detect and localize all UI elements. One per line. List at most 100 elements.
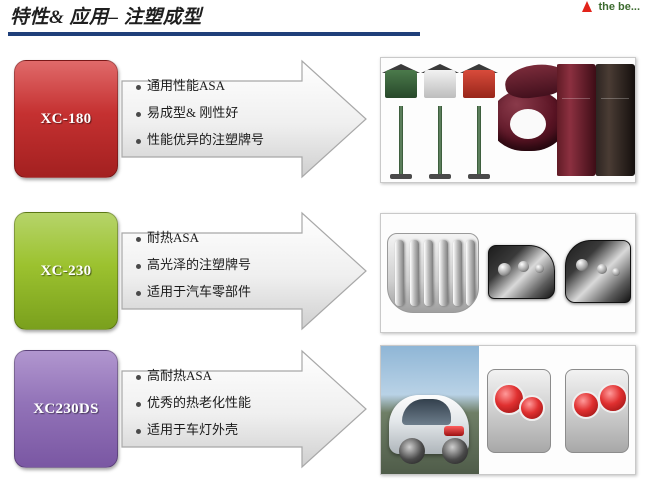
- grille-shape: [387, 232, 480, 313]
- photo-mailbox-white: [420, 58, 459, 182]
- bullet-text: 性能优异的注塑牌号: [147, 131, 265, 147]
- bullet-dot-icon: [136, 237, 141, 242]
- feature-bullet-list: 耐热ASA 高光泽的注塑牌号 适用于汽车零部件: [136, 230, 326, 312]
- bullet-dot-icon: [136, 428, 141, 434]
- grille-bar: [438, 240, 448, 306]
- application-photo-panel: [380, 213, 636, 333]
- base-shape: [428, 174, 451, 179]
- bullet-dot-icon: [136, 85, 141, 90]
- photo-taillamp-right: [557, 346, 635, 474]
- feature-arrow: 通用性能ASA 易成型& 刚性好 性能优异的注塑牌号: [120, 57, 368, 181]
- base-shape: [389, 174, 412, 179]
- list-item: 通用性能ASA: [136, 78, 326, 94]
- brand-logo: the be...: [580, 0, 640, 14]
- bullet-text: 高光泽的注塑牌号: [147, 256, 252, 272]
- headlamp-shape: [487, 244, 556, 299]
- grille-bar: [409, 240, 419, 306]
- grille-bar: [395, 240, 405, 306]
- photo-headlamp-right: [559, 214, 635, 332]
- bullet-dot-icon: [136, 375, 141, 380]
- seat-ring-shape: [498, 89, 557, 151]
- feature-bullet-list: 高耐热ASA 优秀的热老化性能 适用于车灯外壳: [136, 368, 326, 450]
- list-item: 性能优异的注塑牌号: [136, 131, 326, 148]
- grille-bar: [452, 240, 462, 306]
- product-row: XC-180 通用性能ASA 易成型& 刚性好: [0, 55, 648, 185]
- photo-toilet-seat: [498, 58, 557, 182]
- mailbox-body: [423, 70, 456, 98]
- taillamp-lens: [571, 391, 600, 420]
- car-scene: [381, 346, 479, 474]
- feature-arrow: 耐热ASA 高光泽的注塑牌号 适用于汽车零部件: [120, 209, 368, 333]
- title-underline-rule: [8, 32, 420, 36]
- list-item: 耐热ASA: [136, 230, 326, 246]
- list-item: 高耐热ASA: [136, 368, 326, 384]
- taillamp-lens: [518, 394, 545, 421]
- list-item: 优秀的热老化性能: [136, 394, 326, 411]
- car-glass-shape: [401, 399, 452, 426]
- grade-badge-xc180: XC-180: [14, 60, 118, 178]
- taillamp-shape: [564, 369, 630, 453]
- photo-mailbox-green: [381, 58, 420, 182]
- lamp-led: [517, 261, 529, 273]
- lamp-led: [498, 263, 512, 277]
- grille-bar: [424, 240, 434, 306]
- taillamp-lens: [598, 383, 629, 414]
- list-item: 高光泽的注塑牌号: [136, 256, 326, 273]
- list-item: 适用于车灯外壳: [136, 421, 326, 438]
- base-shape: [467, 174, 490, 179]
- mailbox-body: [462, 70, 495, 98]
- bullet-text: 适用于车灯外壳: [147, 421, 239, 437]
- bullet-text: 通用性能ASA: [147, 78, 226, 93]
- bullet-text: 高耐热ASA: [147, 368, 213, 383]
- grade-label: XC-180: [40, 110, 92, 127]
- application-photo-panel: [380, 345, 636, 475]
- cabinet-seam: [601, 98, 630, 99]
- bullet-dot-icon: [136, 111, 141, 117]
- lamp-led: [576, 259, 589, 272]
- bullet-dot-icon: [136, 263, 141, 269]
- grade-label: XC230DS: [33, 400, 99, 417]
- list-item: 易成型& 刚性好: [136, 104, 326, 121]
- photo-mailbox-red: [459, 58, 498, 182]
- photo-sedan: [381, 346, 479, 474]
- lamp-led: [596, 264, 607, 275]
- bullet-text: 耐热ASA: [147, 230, 200, 245]
- post-shape: [437, 106, 442, 176]
- feature-bullet-list: 通用性能ASA 易成型& 刚性好 性能优异的注塑牌号: [136, 78, 326, 160]
- photo-taillamp-left: [479, 346, 557, 474]
- bullet-text: 优秀的热老化性能: [147, 394, 252, 410]
- grade-label: XC-230: [40, 262, 92, 279]
- lamp-led: [612, 267, 621, 276]
- lamp-led: [534, 264, 544, 274]
- roof-shape: [381, 64, 420, 73]
- bullet-text: 易成型& 刚性好: [147, 104, 239, 120]
- cabinet-shape: [556, 64, 596, 176]
- car-wheel-shape: [398, 437, 425, 464]
- roof-shape: [459, 64, 498, 73]
- photo-grid: [381, 214, 635, 332]
- roof-shape: [420, 64, 459, 73]
- post-shape: [476, 106, 481, 176]
- mailbox-body: [384, 70, 417, 98]
- product-row: XC230DS 高耐热ASA 优秀的热老化性能: [0, 345, 648, 475]
- logo-triangle-icon: [580, 0, 594, 14]
- post-shape: [398, 106, 403, 176]
- bullet-text: 适用于汽车零部件: [147, 283, 252, 299]
- car-wheel-shape: [441, 437, 468, 464]
- logo-text: the be...: [598, 1, 640, 13]
- photo-cabinet-dark: [595, 58, 635, 182]
- application-photo-panel: [380, 57, 636, 183]
- car-taillight-shape: [444, 426, 465, 437]
- photo-car-grille: [381, 214, 483, 332]
- cabinet-seam: [562, 98, 591, 99]
- product-row: XC-230 耐热ASA 高光泽的注塑牌号: [0, 207, 648, 337]
- photo-cabinet-maroon: [556, 58, 596, 182]
- feature-arrow: 高耐热ASA 优秀的热老化性能 适用于车灯外壳: [120, 347, 368, 471]
- photo-headlamp-left: [483, 214, 559, 332]
- grade-badge-xc230: XC-230: [14, 212, 118, 330]
- seat-hole-shape: [509, 108, 546, 139]
- photo-grid: [381, 58, 635, 182]
- taillamp-shape: [486, 369, 552, 453]
- bullet-dot-icon: [136, 138, 141, 144]
- cabinet-shape: [595, 64, 635, 176]
